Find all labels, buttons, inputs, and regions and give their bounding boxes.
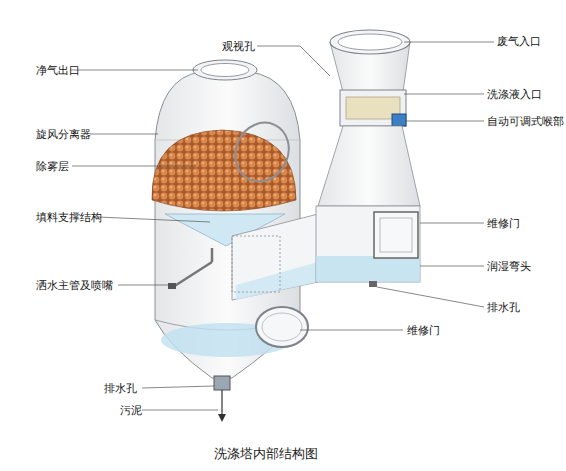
part-label: 排水孔 <box>487 301 520 314</box>
part-label: 旋风分离器 <box>36 128 91 141</box>
part-label: 润湿弯头 <box>487 260 531 273</box>
part-label: 污泥 <box>120 404 142 417</box>
part-label: 排水孔 <box>104 382 137 395</box>
caption: 洗涤塔内部结构图 <box>214 445 318 463</box>
part-label: 洒水主管及喷嘴 <box>36 279 113 292</box>
part-label: 废气入口 <box>497 35 541 48</box>
part-label: 洗涤液入口 <box>487 88 542 101</box>
part-label: 填料支撑结构 <box>36 211 102 224</box>
part-label: 维修门 <box>487 217 520 230</box>
part-label: 自动可调式喉部 <box>487 115 564 128</box>
part-label: 净气出口 <box>36 64 80 77</box>
part-label: 维修门 <box>407 324 440 337</box>
part-label: 观视孔 <box>222 40 255 53</box>
part-label: 除雾层 <box>36 160 69 173</box>
